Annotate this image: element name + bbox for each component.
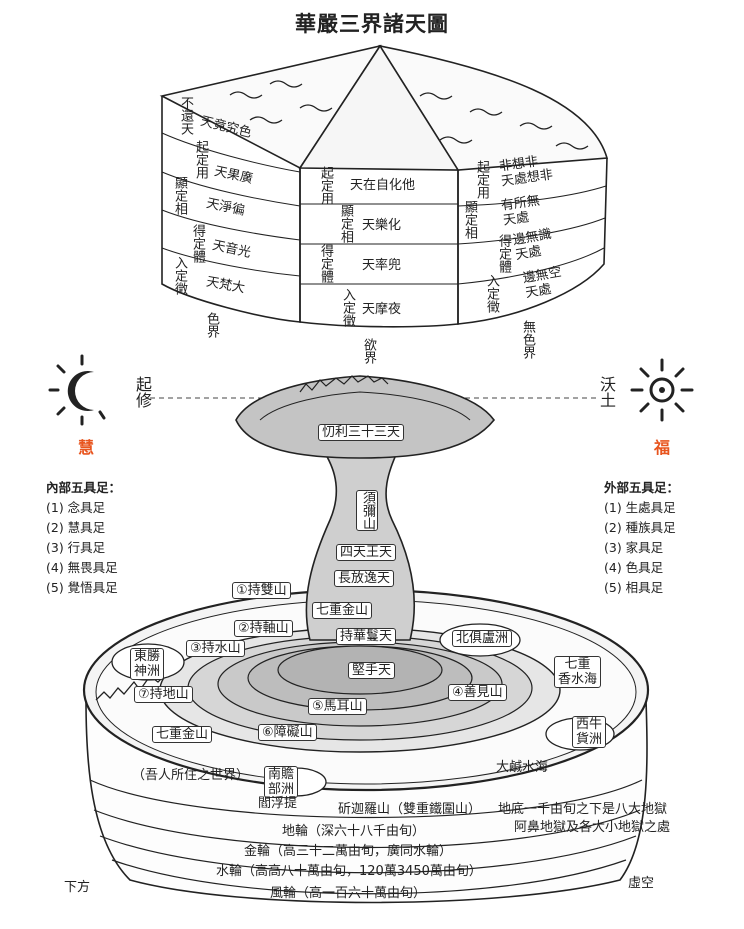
- label-our-world: （吾人所住之世界）: [132, 768, 250, 783]
- label-south-continent: 南贍 部洲: [264, 766, 299, 798]
- ring-label: ③持水山: [186, 640, 245, 657]
- list-title: 外部五具足：: [604, 480, 680, 495]
- list-item: (1) 生處具足: [604, 500, 676, 515]
- label-north-continent: 北俱盧洲: [452, 630, 513, 647]
- stage-label: 顯定相: [338, 204, 353, 243]
- side-text-qixiu: 起修: [133, 376, 152, 408]
- accent-label-fu: 福: [654, 438, 671, 457]
- diagram-title: 華嚴三界諸天圖: [295, 12, 449, 36]
- realm-label-form: 色界: [204, 312, 219, 338]
- inner-five-list: 內部五具足： (1) 念具足 (2) 慧具足 (3) 行具足 (4) 無畏具足 …: [46, 478, 121, 598]
- list-item: (5) 覺悟具足: [46, 580, 118, 595]
- ring-label: ④善見山: [448, 684, 507, 701]
- stage-label: 得定體: [318, 244, 333, 283]
- label-jianshou: 堅手天: [348, 662, 396, 679]
- stage-label: 顯定相: [172, 176, 187, 215]
- label-salt-sea: 大鹹水海: [496, 760, 549, 775]
- label-jambudvipa: 閻浮提: [258, 796, 298, 811]
- label-water-wheel: 水輪（高高八十萬由旬，120萬3450萬由旬）: [216, 864, 482, 879]
- stage-label: 起定用: [193, 140, 208, 179]
- stage-label: 入定徵: [484, 274, 499, 313]
- stage-label-buhuan: 不還天: [178, 96, 193, 135]
- list-item: (5) 相具足: [604, 580, 664, 595]
- label-seven-sea: 七重 香水海: [554, 656, 602, 688]
- realm-label-formless: 無色界: [520, 320, 535, 359]
- label-trayastrimsa: 忉利三十三天: [318, 424, 405, 441]
- label-sumeru: 須彌山: [356, 490, 378, 531]
- three-realm-cake: [159, 44, 609, 328]
- sun-icon: [630, 358, 694, 422]
- list-title: 內部五具足：: [46, 480, 122, 495]
- list-item: (3) 行具足: [46, 540, 106, 555]
- label-void: 虛空: [628, 876, 655, 891]
- label-wind-wheel: 風輪（高一百六十萬由旬）: [270, 886, 427, 901]
- ring-label: ⑤馬耳山: [308, 698, 367, 715]
- label-seven-gold-left: 七重金山: [152, 726, 213, 743]
- label-seven-gold: 七重金山: [312, 602, 373, 619]
- stage-label: 得定體: [496, 234, 511, 273]
- list-item: (1) 念具足: [46, 500, 106, 515]
- list-item: (4) 色具足: [604, 560, 664, 575]
- ring-label: ①持雙山: [232, 582, 291, 599]
- label-chihua: 持華鬘天: [336, 628, 397, 645]
- side-text-wotu: 沃土: [597, 376, 616, 408]
- heaven-label: 天摩夜: [362, 302, 402, 317]
- stage-label: 起定用: [318, 166, 333, 205]
- list-item: (2) 慧具足: [46, 520, 106, 535]
- label-iron-mountain: 斫迦羅山（雙重鐵圍山）: [338, 802, 482, 817]
- stage-label: 入定徵: [340, 288, 355, 327]
- label-hell-note2: 阿鼻地獄及各大小地獄之處: [514, 820, 671, 835]
- ring-label: ②持軸山: [234, 620, 293, 637]
- label-below: 下方: [64, 880, 91, 895]
- stage-label: 得定體: [190, 224, 205, 263]
- label-east-continent: 東勝 神洲: [130, 648, 165, 680]
- list-item: (3) 家具足: [604, 540, 664, 555]
- crescent-moon-icon: [48, 354, 106, 426]
- stage-label: 入定徵: [172, 256, 187, 295]
- realm-label-desire: 欲界: [361, 338, 376, 364]
- label-hell-note1: 地底一千由旬之下是八大地獄: [498, 802, 668, 817]
- outer-five-list: 外部五具足： (1) 生處具足 (2) 種族具足 (3) 家具足 (4) 色具足…: [604, 478, 679, 598]
- ring-label: ⑦持地山: [134, 686, 193, 703]
- label-west-continent: 西牛 貨洲: [572, 716, 607, 748]
- heaven-label: 天樂化: [362, 218, 402, 233]
- list-item: (2) 種族具足: [604, 520, 676, 535]
- label-gold-wheel: 金輪（高三十二萬由旬，廣同水輪）: [244, 844, 453, 859]
- ring-label: ⑥障礙山: [258, 724, 317, 741]
- label-changfang: 長放逸天: [334, 570, 395, 587]
- label-four-kings: 四天王天: [336, 544, 397, 561]
- heaven-label: 天在自化他: [350, 178, 416, 193]
- stage-label: 起定用: [474, 160, 489, 199]
- stage-label: 顯定相: [462, 200, 477, 239]
- label-earth-wheel: 地輪（深六十八千由旬）: [282, 824, 426, 839]
- list-item: (4) 無畏具足: [46, 560, 118, 575]
- accent-label-hui: 慧: [78, 438, 95, 457]
- heaven-label: 天率兜: [362, 258, 402, 273]
- heaven-label: 有所無 天處: [500, 193, 541, 229]
